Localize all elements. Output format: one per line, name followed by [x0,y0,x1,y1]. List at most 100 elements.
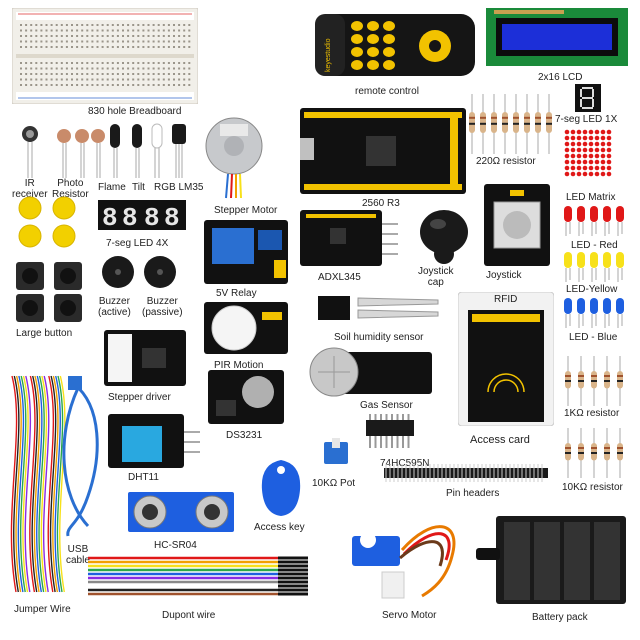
servo-motor [342,506,472,602]
large-button-label: Large button [16,328,73,339]
svg-text:8: 8 [164,203,180,230]
led-yellow-label: LED-Yellow [566,284,618,295]
photo-label-1: Photo [57,178,84,189]
resistors-220 [466,94,556,154]
ir-label-2: receiver [12,189,48,200]
dupont-label: Dupont wire [162,610,216,621]
pir-label: PIR Motion [214,360,264,371]
stepper-driver-label: Stepper driver [108,392,171,403]
dupont-wire [88,554,320,600]
potentiometer [322,438,350,472]
buzz-p-1: Buzzer [146,296,178,307]
ir-label-1: IR [24,178,35,189]
seg-led-1x [575,84,601,112]
gas-sensor [304,346,442,398]
jumper-label: Jumper Wire [14,604,71,615]
seg4-label: 7-seg LED 4X [106,238,169,249]
stepper-driver [104,330,186,386]
resistors-10k [562,428,632,478]
soil-sensor [318,290,442,326]
buzz-p-2: (passive) [142,307,183,318]
access-key [256,456,306,520]
led-matrix-label: LED Matrix [566,192,616,203]
rfid-label: RFID [494,294,518,305]
relay-label: 5V Relay [216,288,257,299]
resistors-1k [562,356,632,406]
tilt-label: Tilt [132,182,145,193]
remote-control: keyestudio [315,10,475,82]
breadboard [12,8,198,104]
hcsr04-label: HC-SR04 [154,540,197,551]
pot-label: 10KΩ Pot [312,478,356,489]
ds3231 [208,370,284,424]
buzz-a-1: Buzzer [98,296,130,307]
led-matrix [563,128,613,178]
pin-headers-label: Pin headers [446,488,500,499]
joystick-module [484,184,550,266]
battery-pack [476,508,630,608]
hc-sr04 [128,490,234,534]
remote-brand: keyestudio [325,38,332,72]
pir-sensor [204,298,288,358]
button-caps [14,196,82,250]
led-red-row [560,204,632,236]
dht11 [108,414,202,468]
gas-label: Gas Sensor [360,400,413,411]
adxl345 [300,210,400,266]
remote-label: remote control [355,86,419,97]
joycap-2: cap [427,277,444,288]
ic-74hc595 [364,412,416,450]
resistor220-label: 220Ω resistor [476,156,536,167]
joycap-1: Joystick [418,266,454,277]
joystick-cap [416,206,472,266]
joystick-label: Joystick [486,270,522,281]
usb-1: USB [67,544,89,555]
led-blue-label: LED - Blue [569,332,618,343]
dht11-label: DHT11 [128,472,159,483]
svg-text:8: 8 [102,203,118,230]
battery-label: Battery pack [532,612,588,623]
flame-label: Flame [98,182,126,193]
buzzer-active-label: Buzzer(active) [98,296,131,318]
mega-label: 2560 R3 [362,198,400,209]
svg-text:8: 8 [144,203,160,230]
photo-label-2: Resistor [52,189,89,200]
buzzer-passive-label: Buzzer(passive) [142,296,183,318]
rfid-module [458,292,554,426]
soil-label: Soil humidity sensor [334,332,424,343]
rgb-label: RGB LM35 [154,182,204,193]
small-sensors [12,118,202,182]
led-red-label: LED - Red [571,240,618,251]
ic-label: 74HC595N [380,458,430,469]
access-key-label: Access key [254,522,305,533]
breadboard-label: 830 hole Breadboard [88,106,182,117]
stepper-motor [200,112,272,200]
led-yellow-row [560,250,632,282]
access-card-label: Access card [470,434,530,446]
lcd-module [486,8,628,66]
servo-label: Servo Motor [382,610,437,621]
buzz-a-2: (active) [98,307,131,318]
relay-module [204,220,288,284]
mega-2560 [300,108,466,194]
pin-headers [384,464,548,482]
lcd-label: 2x16 LCD [538,72,583,83]
usb-2: cable [66,555,90,566]
seg1-label: 7-seg LED 1X [555,114,618,125]
led-blue-row [560,296,632,328]
ds3231-label: DS3231 [226,430,263,441]
r10k-label: 10KΩ resistor [562,482,623,493]
stepper-motor-label: Stepper Motor [214,205,278,216]
usb-cable [58,376,104,546]
adxl-label: ADXL345 [318,272,361,283]
large-buttons [14,260,84,324]
svg-text:8: 8 [122,203,138,230]
r1k-label: 1KΩ resistor [564,408,620,419]
buzzers [98,252,182,294]
jumper-wires [6,372,70,598]
